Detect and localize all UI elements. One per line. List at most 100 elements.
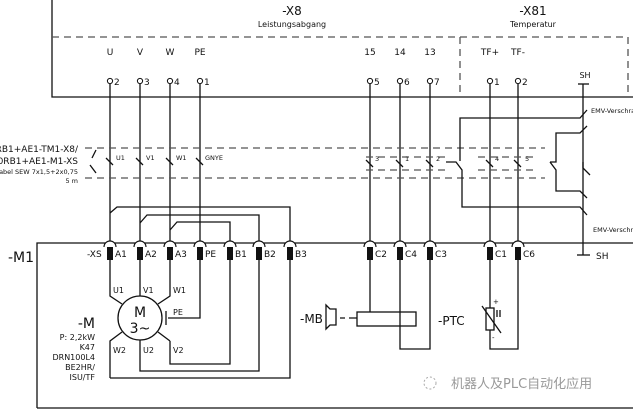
top-terminal-connector [166,77,174,85]
top-terminal-connector [396,77,404,85]
x81-title: -X81 [519,4,546,18]
plug-arc [193,240,207,248]
wechat-icon [423,376,437,390]
emv-shield-wiring [446,109,591,216]
pin-u1: U1 [113,286,124,295]
top-terminal-number: 7 [434,78,440,88]
cable-inner-dashed [366,156,535,171]
top-terminal-connector [366,77,374,85]
device-terminal-label: C4 [405,250,417,260]
top-terminal-number: 3 [144,78,150,88]
device-terminal-label: A1 [115,250,127,260]
motor-name: -M [78,316,95,332]
wires [109,84,584,255]
motor-spec-options: ISU/TF [70,373,96,382]
plug-pin [487,247,493,260]
plug-arc [223,240,237,248]
cable-dashed [85,147,545,179]
pin-pe: PE [173,308,183,317]
top-terminal-name: TF- [510,48,525,58]
plug-pin [227,247,233,260]
sh-top-label: SH [579,71,590,80]
pin-u2: U2 [143,346,154,355]
x81-subtitle: Temperatur [509,20,557,29]
core-label-2: 2 [436,155,440,163]
plug-arc [252,240,266,248]
device-terminal-label: C6 [523,250,535,260]
cable-line2: 10RB1+AE1-M1-XS [0,157,78,167]
plug-pin [287,247,293,260]
core-label-3: 3 [375,155,379,163]
ptc-resistor [485,307,495,331]
cable-line4: 5 m [65,177,78,185]
pin-w2: W2 [113,346,126,355]
core-label-gnye: GNYE [205,154,223,162]
top-terminal-connector [514,77,522,85]
brake-coil [356,311,417,327]
plug-arc [423,240,437,248]
plug-pin [397,247,403,260]
m1-label: -M1 [8,250,34,266]
top-terminal-number: 2 [522,78,528,88]
top-terminal-name: PE [194,48,205,58]
cable-bracket [89,149,97,174]
top-terminal-number: 5 [374,78,380,88]
ptc-minus: - [492,334,495,342]
motor-spec-power: P: 2,2kW [60,333,95,342]
top-terminal-number: 6 [404,78,410,88]
top-terminal-number: 4 [174,78,180,88]
device-terminal-label: A2 [145,250,157,260]
pin-v2: V2 [173,346,184,355]
top-terminal-connector [136,77,144,85]
top-terminal-connector [486,77,494,85]
brake-wiring [369,260,431,350]
plug-pin [515,247,521,260]
device-terminal-label: A3 [175,250,187,260]
plug-arc [483,240,497,248]
top-terminal-name: W [166,48,175,58]
plug-pin [256,247,262,260]
plug-arc [511,240,525,248]
core-label-v1: V1 [146,154,155,162]
top-dashed-frame [52,36,629,97]
x8-subtitle: Leistungsabgang [258,20,326,29]
ptc-plus: + [493,298,499,306]
device-terminal-label: C1 [495,250,507,260]
device-terminal-label: B2 [264,250,276,260]
brake-name: -MB [300,312,323,326]
emv-label-bottom: EMV-Verschra [593,226,633,234]
plug-pin [107,247,113,260]
plug-pin [427,247,433,260]
plug-arc [393,240,407,248]
plug-pin [367,247,373,260]
plug-pin [137,247,143,260]
plug-pin [197,247,203,260]
cable-line1: RB1+AE1-TM1-X8/ [0,145,79,155]
motor-wiring [109,260,291,379]
device-terminal-label: C2 [375,250,387,260]
pin-v1: V1 [143,286,154,295]
device-terminal-label: PE [205,250,216,260]
core-ticks [105,157,522,168]
core-label-w1: W1 [176,154,187,162]
plug-arc [283,240,297,248]
top-terminal-name: V [137,48,144,58]
emv-label-top: EMV-Verschra [591,107,633,115]
xs-label: -XS [87,250,102,260]
plug-arc [133,240,147,248]
brake-symbol [325,303,357,331]
ptc-thermistor-icon [481,305,502,334]
plug-arc [363,240,377,248]
motor-symbol-m: M [134,305,146,321]
motor-symbol-3ph: 3~ [130,321,151,337]
core-label-4: 4 [495,155,499,163]
motor-symbol [117,295,163,341]
crossover-wires [109,206,291,246]
top-frame [51,0,633,98]
top-terminal-number: 1 [204,78,210,88]
top-terminal-connector [426,77,434,85]
core-label-u1: U1 [116,154,125,162]
device-terminal-label: C3 [435,250,447,260]
